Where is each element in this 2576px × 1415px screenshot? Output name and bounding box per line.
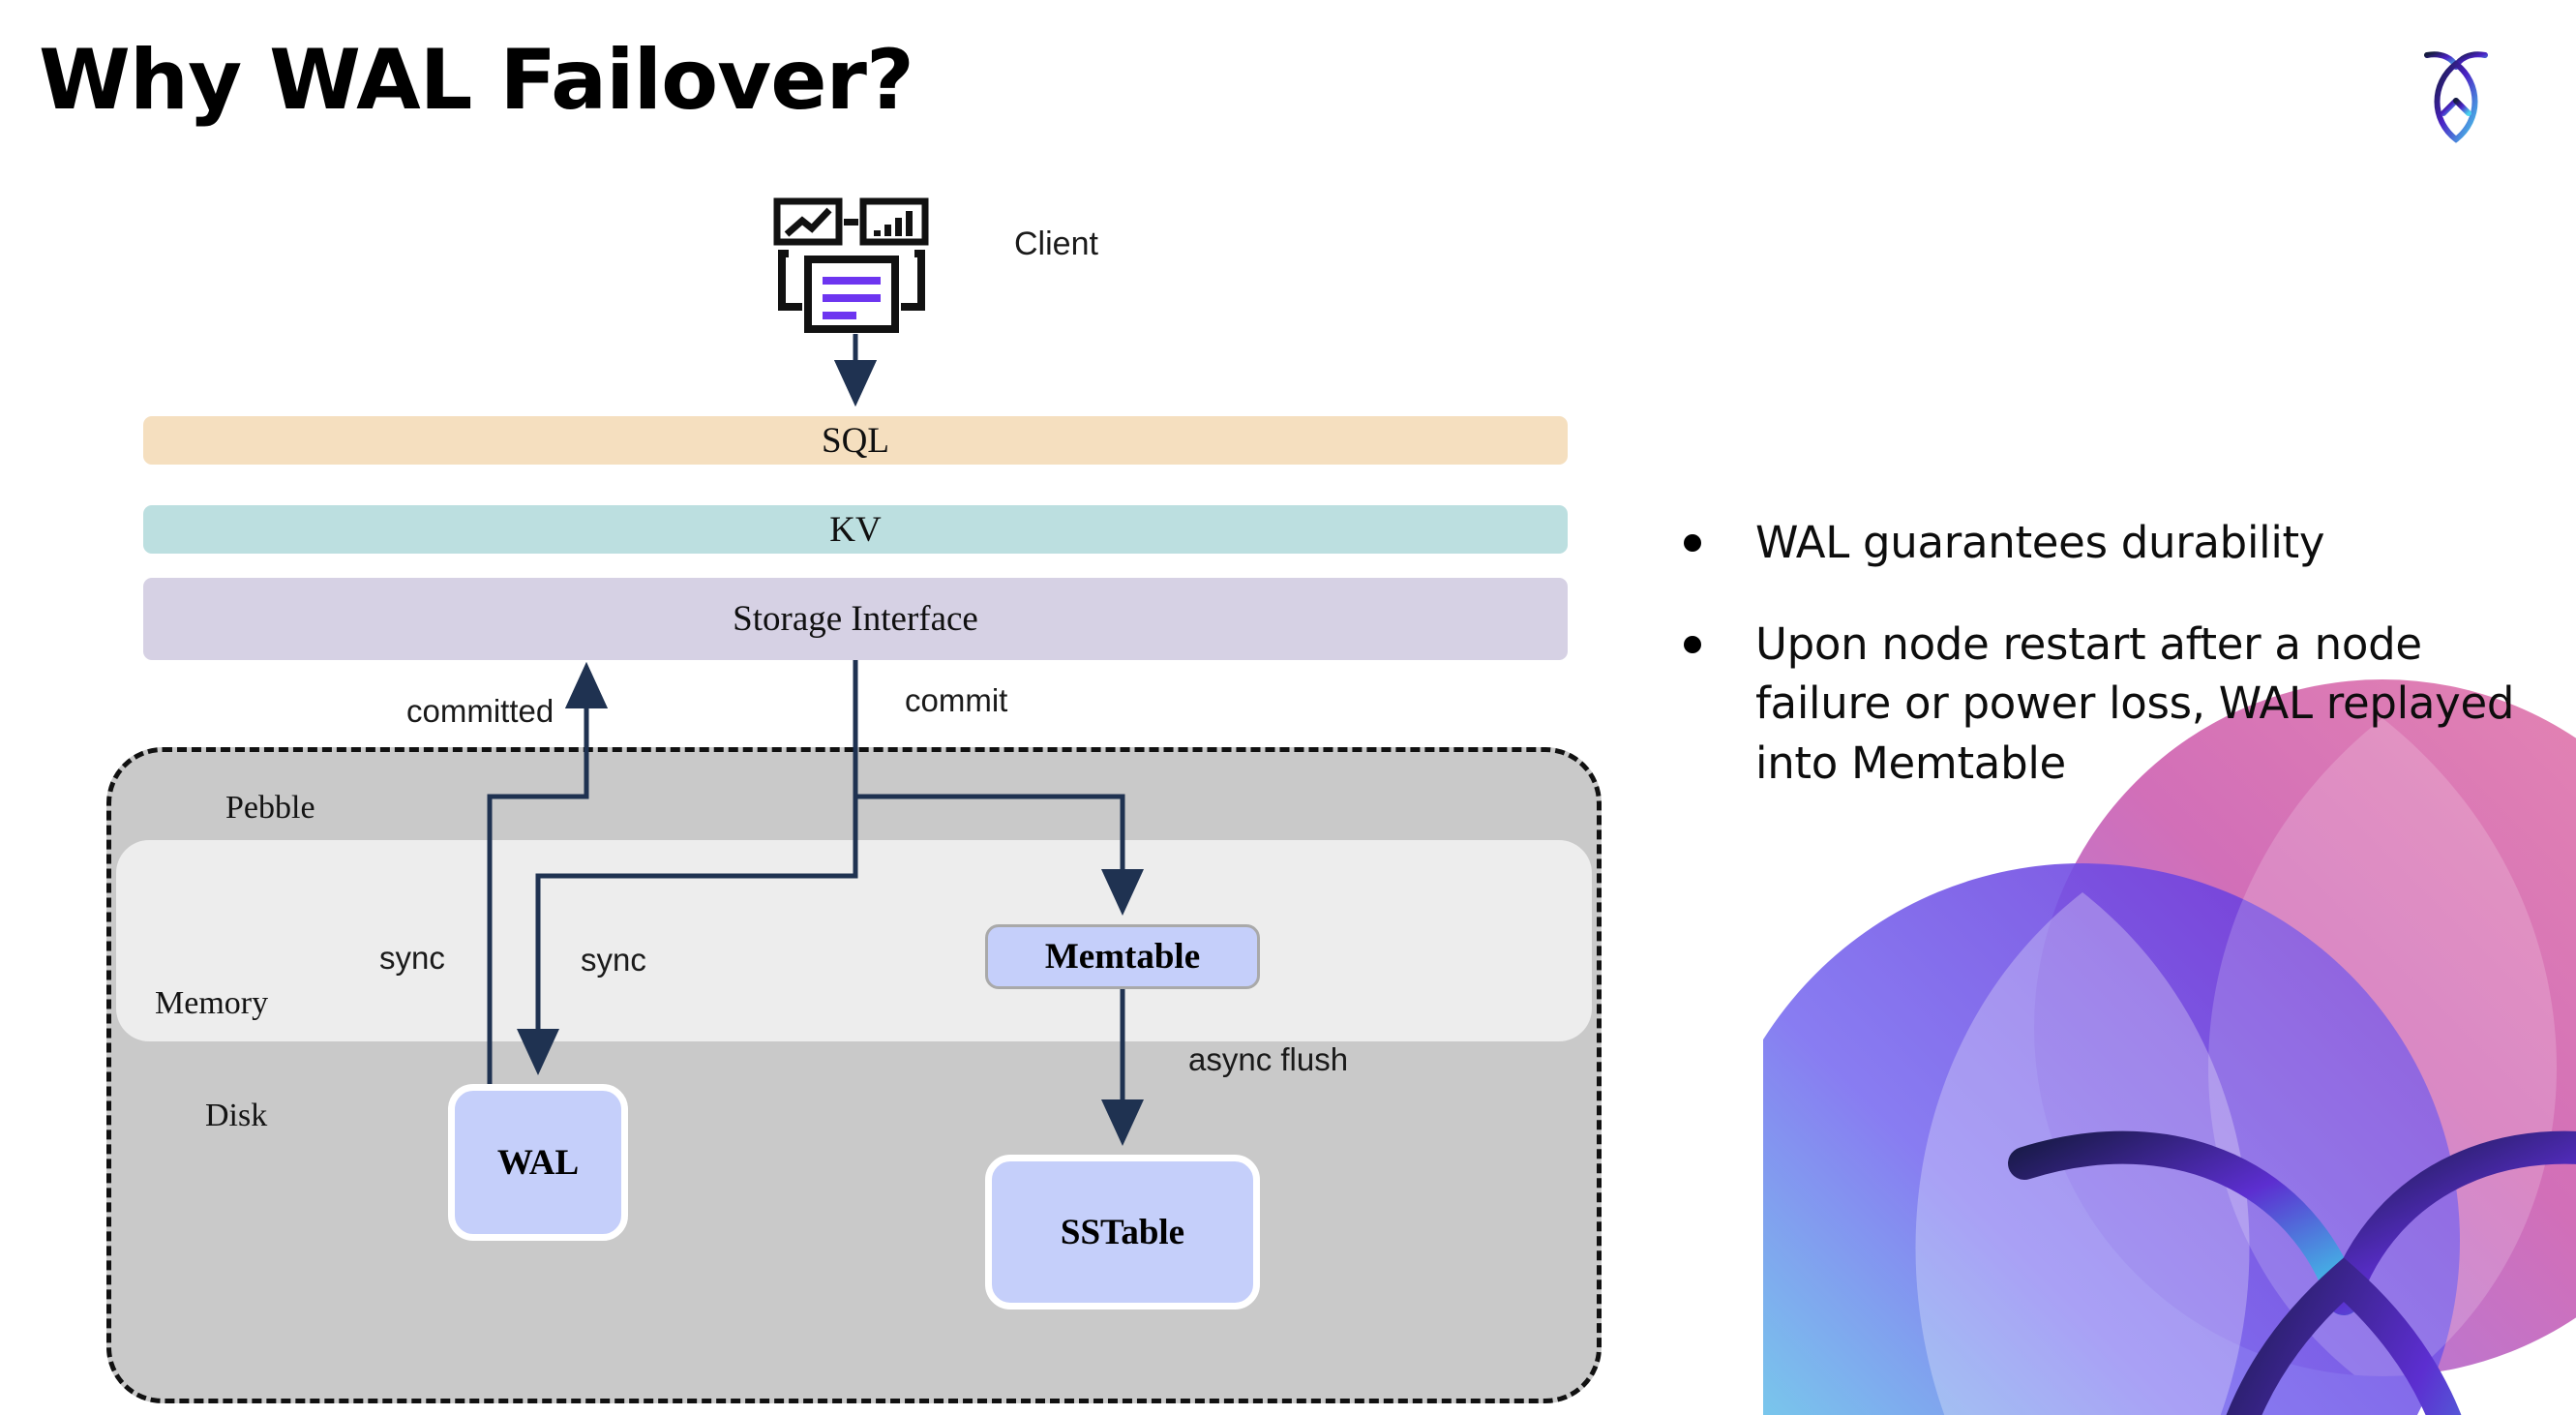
node-sstable: SSTable (985, 1155, 1260, 1310)
zone-label-memory: Memory (155, 985, 269, 1021)
bullet-dot-icon (1684, 534, 1701, 552)
layer-bar-storage: Storage Interface (143, 578, 1568, 660)
list-item: WAL guarantees durability (1684, 513, 2516, 572)
node-memtable: Memtable (985, 924, 1260, 989)
layer-bar-sql: SQL (143, 416, 1568, 465)
bullet-dot-icon (1684, 636, 1701, 654)
edge-label-async-flush: async flush (1188, 1041, 1349, 1077)
zone-label-disk: Disk (205, 1098, 268, 1133)
edge-label-committed: committed (406, 693, 554, 729)
client-label: Client (1014, 226, 1098, 262)
bullet-text: WAL guarantees durability (1755, 517, 2325, 568)
edge-label-commit: commit (905, 682, 1008, 718)
cockroachdb-logo-icon (2424, 51, 2488, 144)
edge-label-sync-left: sync (379, 940, 445, 976)
list-item: Upon node restart after a node failure o… (1684, 615, 2516, 793)
page-title: Why WAL Failover? (39, 32, 914, 129)
layer-bar-kv: KV (143, 505, 1568, 554)
bullet-list: WAL guarantees durability Upon node rest… (1684, 513, 2516, 835)
bullet-text: Upon node restart after a node failure o… (1755, 618, 2515, 789)
architecture-diagram: Pebble Memory Disk (106, 197, 1602, 1403)
client-dashboard-icon (773, 197, 929, 333)
edge-label-sync-right: sync (581, 942, 646, 978)
node-wal: WAL (448, 1084, 628, 1241)
zone-label-pebble: Pebble (225, 790, 315, 826)
